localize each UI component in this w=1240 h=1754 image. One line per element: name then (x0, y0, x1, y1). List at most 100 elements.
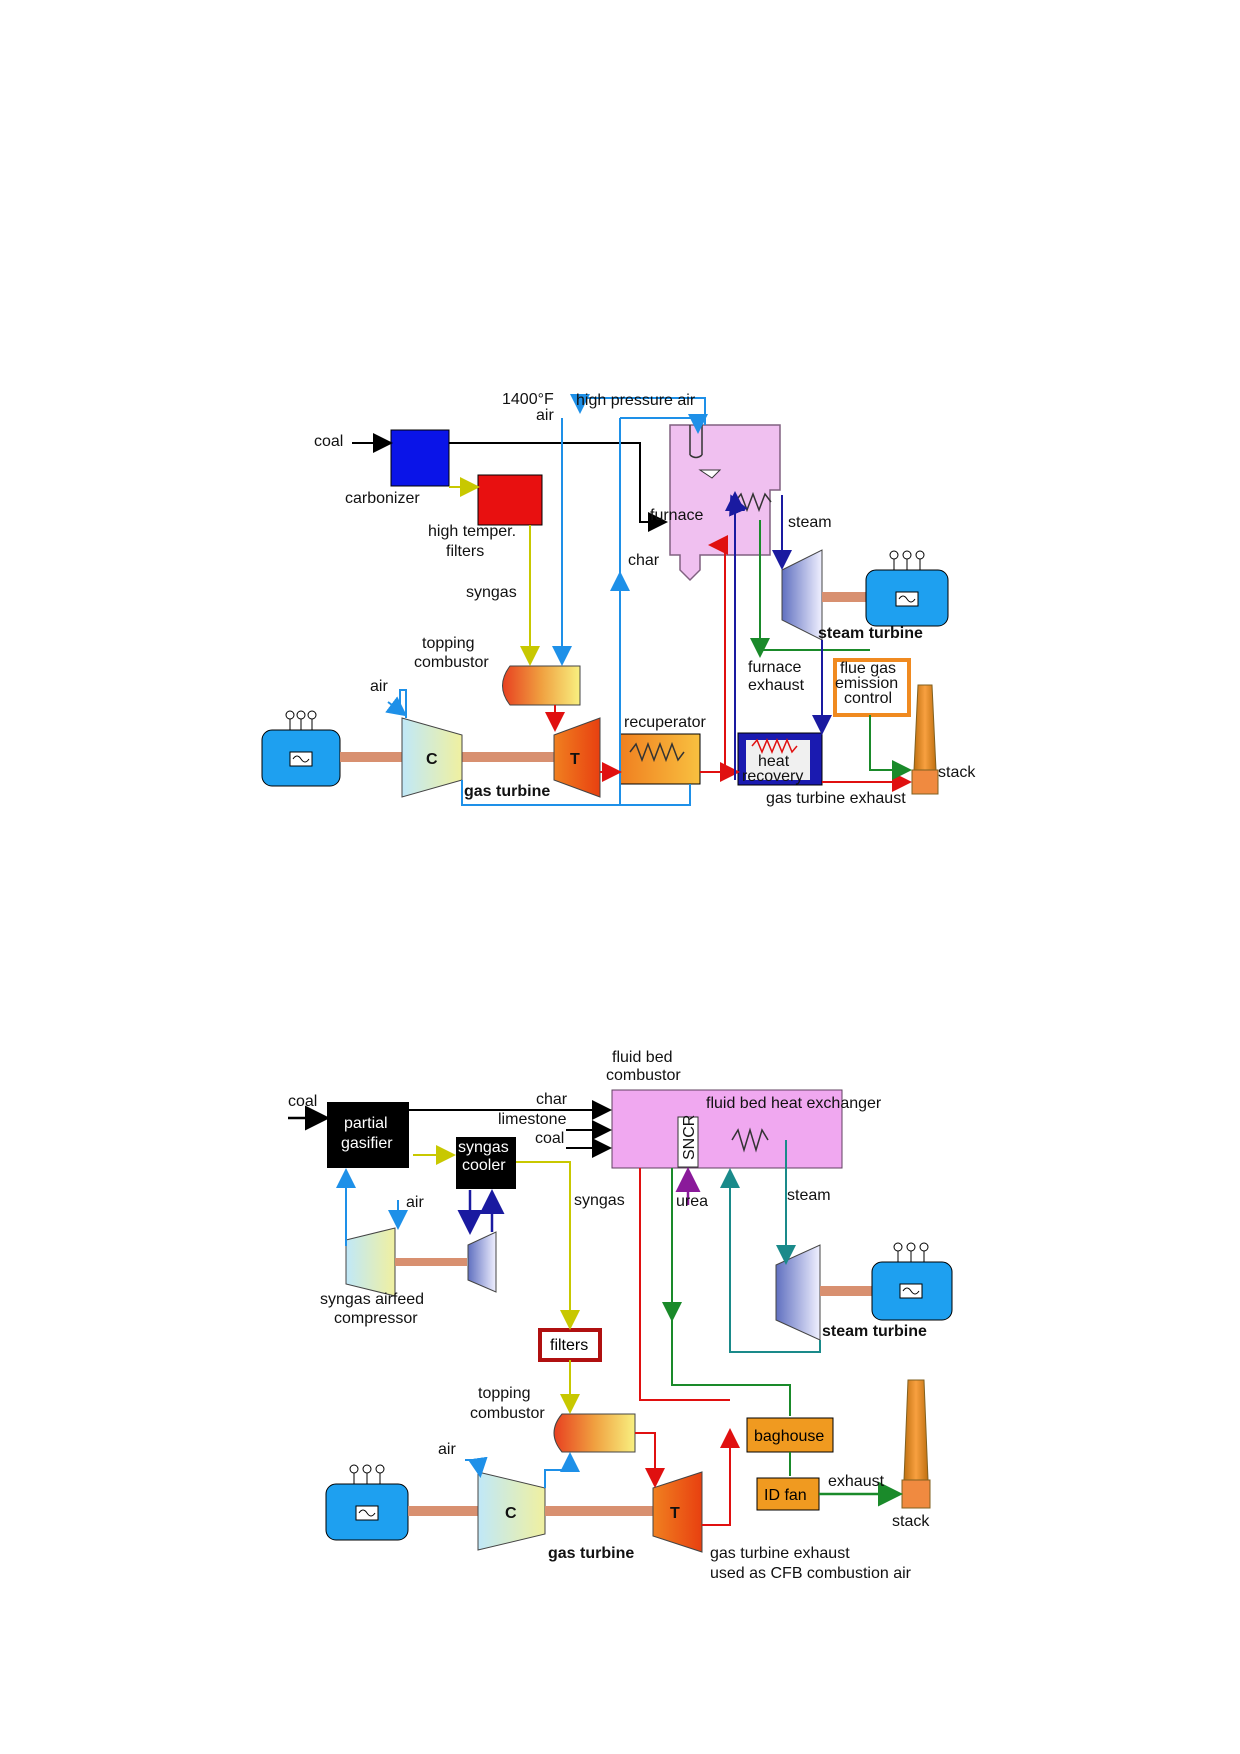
label-stack-top: stack (938, 764, 976, 781)
shaft-bottom-2 (545, 1506, 653, 1516)
fbhx-coil (731, 1127, 769, 1153)
label-fluid-bed-1: fluid bed (612, 1049, 673, 1066)
flow-gt-exhaust-up (702, 1428, 740, 1526)
turbine-top (553, 717, 601, 798)
flow-condensate-bottom (720, 1168, 821, 1353)
label-coal-top: coal (314, 433, 343, 450)
label-air-airfeed: air (406, 1194, 424, 1211)
label-filters-bottom: filters (550, 1337, 588, 1354)
heat-recovery-inner (746, 740, 810, 780)
label-heat-2: recovery (742, 768, 803, 785)
label-sncr: SNCR (681, 1115, 698, 1160)
shaft-bottom-1 (408, 1506, 478, 1516)
label-topping-bottom-2: combustor (470, 1405, 545, 1422)
label-topping-1: topping (422, 635, 475, 652)
label-char: char (628, 552, 660, 569)
label-carbonizer: carbonizer (345, 490, 420, 507)
label-air-compressor: air (370, 678, 388, 695)
label-flue-1: flue gas (840, 660, 896, 677)
label-partial-2: gasifier (341, 1135, 393, 1152)
label-filters-1: high temper. (428, 523, 516, 540)
label-1400f: 1400°F (502, 391, 554, 408)
label-gte-1: gas turbine exhaust (710, 1545, 850, 1562)
label-syngas-cooler-2: cooler (462, 1157, 506, 1174)
flow-hp-air-into-furnace (620, 414, 708, 434)
filters-bottom (538, 1328, 602, 1362)
carbonizer (390, 429, 450, 487)
label-furnace-exhaust-1: furnace (748, 659, 801, 676)
label-id-fan: ID fan (764, 1487, 807, 1504)
flow-flue-to-stack (869, 715, 912, 780)
label-steam-bottom: steam (787, 1187, 831, 1204)
stack-bottom-base (901, 1479, 931, 1509)
flow-furnace-exhaust (759, 520, 870, 651)
generator-bottom-right (871, 1242, 953, 1321)
flow-char (449, 442, 668, 532)
label-gas-turbine-exhaust-top: gas turbine exhaust (766, 790, 906, 807)
flue-gas-emission-control (833, 658, 911, 717)
label-high-pressure-air: high pressure air (576, 392, 696, 409)
shaft-airfeed (395, 1258, 467, 1266)
generator-top-right (865, 550, 949, 627)
flow-syngas-bottom (516, 1161, 580, 1330)
shaft-top-1 (340, 752, 402, 762)
baghouse (746, 1417, 834, 1453)
diagram-top: C T (258, 378, 982, 818)
label-syngas-cooler-1: syngas (458, 1139, 509, 1156)
label-stack-bottom: stack (892, 1513, 930, 1530)
topping-combustor (502, 665, 581, 706)
label-limestone: limestone (498, 1111, 567, 1128)
flow-compressed-air-loop (461, 780, 691, 806)
label-topping-2: combustor (414, 654, 489, 671)
flow-combustor-to-turbine-bottom (635, 1432, 665, 1488)
shaft-bottom-3 (820, 1286, 872, 1296)
label-airfeed-2: compressor (334, 1310, 418, 1327)
compressor-bottom (477, 1471, 546, 1551)
shaft-top-2 (462, 752, 554, 762)
shaft-top-3 (822, 592, 866, 602)
label-coal-bottom: coal (535, 1130, 564, 1147)
compressor-label: C (426, 751, 438, 768)
flow-flue-to-baghouse (671, 1318, 791, 1416)
label-baghouse: baghouse (754, 1428, 824, 1445)
label-air-bottom: air (438, 1441, 456, 1458)
flow-exhaust-to-furnace (708, 535, 728, 772)
label-topping-bottom-1: topping (478, 1385, 531, 1402)
recuperator-coil (629, 741, 685, 763)
label-air-top: air (536, 407, 554, 424)
label-gas-turbine-top: gas turbine (464, 783, 550, 800)
syngas-expander (467, 1231, 497, 1293)
label-flue-2: emission (835, 675, 898, 692)
syngas-airfeed-compressor (345, 1227, 396, 1297)
stack-top-base (911, 769, 939, 795)
stack-top (913, 684, 937, 771)
turbine-bottom-label: T (670, 1505, 680, 1522)
recuperator (619, 733, 701, 785)
label-heat-1: heat (758, 753, 790, 770)
generator-bottom-left (325, 1464, 409, 1541)
label-furnace: furnace (650, 507, 703, 524)
partial-gasifier (327, 1102, 409, 1168)
label-syngas-top: syngas (466, 584, 517, 601)
label-char-bottom: char (536, 1091, 568, 1108)
id-fan (756, 1477, 820, 1511)
label-filters-2: filters (446, 543, 484, 560)
label-airfeed-1: syngas airfeed (320, 1291, 424, 1308)
diagram-bottom: C T fluid bed combustor coal partial ga (276, 1040, 966, 1600)
label-syngas-bottom: syngas (574, 1192, 625, 1209)
label-recuperator: recuperator (624, 714, 706, 731)
flow-compressor-to-combustor (544, 1452, 580, 1488)
syngas-cooler (456, 1137, 516, 1189)
label-flue-3: control (844, 690, 892, 707)
high-temper-filters (477, 474, 543, 526)
flow-air-to-compressor-bottom (465, 1456, 488, 1478)
label-steam-top: steam (788, 514, 832, 531)
turbine-label: T (570, 751, 580, 768)
label-furnace-exhaust-2: exhaust (748, 677, 805, 694)
label-fluid-bed-2: combustor (606, 1067, 681, 1084)
label-coal-in: coal (288, 1093, 317, 1110)
heat-recovery-coil (751, 738, 798, 754)
label-steam-turbine-bottom: steam turbine (822, 1323, 927, 1340)
label-exhaust: exhaust (828, 1473, 885, 1490)
